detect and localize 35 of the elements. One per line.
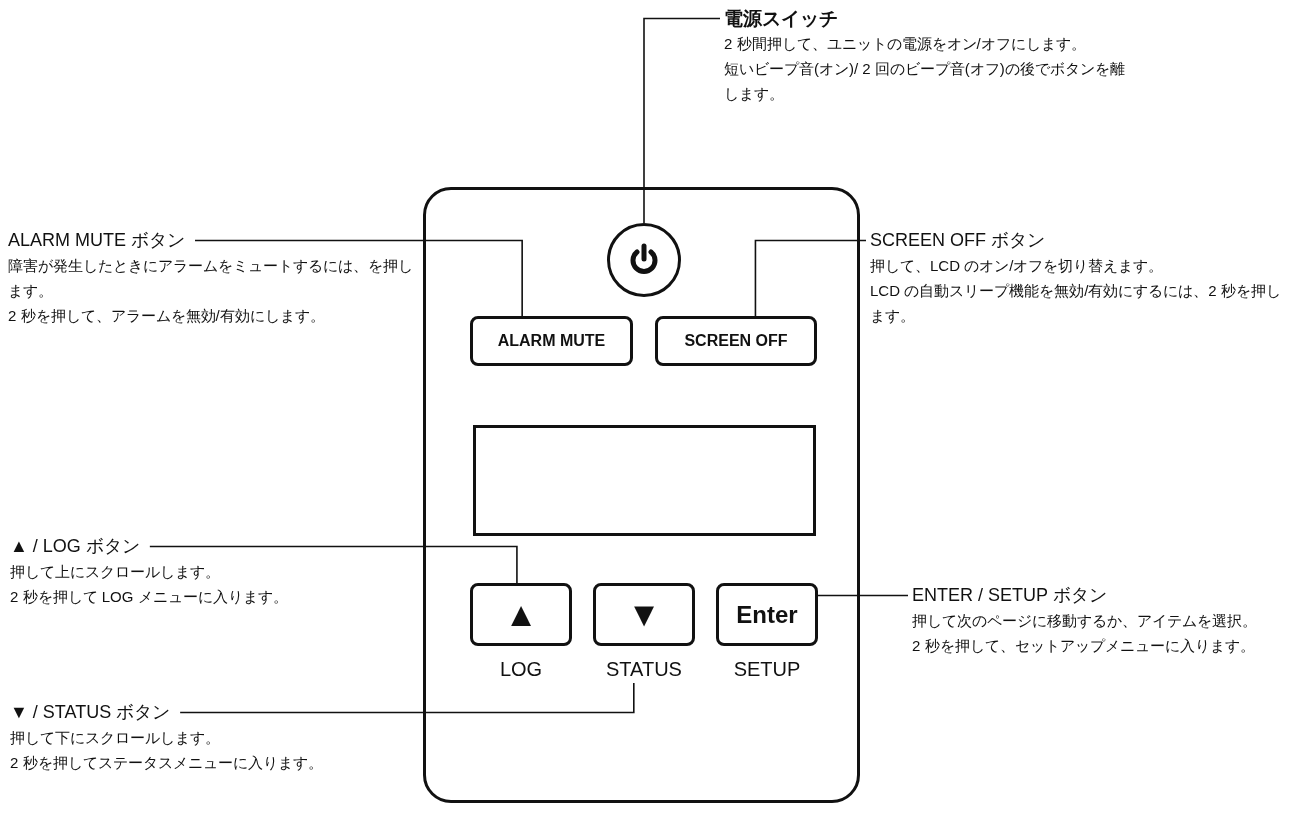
callout-description: 押して下にスクロールします。	[10, 728, 221, 748]
button-caption: STATUS	[606, 658, 682, 681]
callout-description: 2 秒を押して、アラームを無効/有効にします。	[8, 306, 326, 326]
down-button: ▼	[593, 583, 695, 646]
callout-description: 2 秒間押して、ユニットの電源をオン/オフにします。	[724, 34, 1087, 54]
leader-line	[194, 239, 523, 317]
alarm-mute-button: ALARM MUTE	[470, 316, 633, 366]
screen-off-button: SCREEN OFF	[655, 316, 817, 366]
callout-description: 2 秒を押して、セットアップメニューに入ります。	[912, 636, 1256, 656]
callout-description: 押して、LCD のオン/オフを切り替えます。	[870, 256, 1165, 276]
callout-heading: ▲ / LOG ボタン	[10, 535, 140, 558]
power-button	[607, 223, 681, 297]
callout-heading: ▼ / STATUS ボタン	[10, 701, 171, 724]
button-caption: SETUP	[733, 658, 801, 681]
callout-description: 押して上にスクロールします。	[10, 562, 221, 582]
callout-description: 障害が発生したときにアラームをミュートするには、を押します。	[8, 256, 414, 301]
callout-description: 短いビープ音(オン)/ 2 回のビープ音(オフ)の後でボタンを離します。	[724, 59, 1126, 104]
callout-description: 2 秒を押して LOG メニューに入ります。	[10, 587, 289, 607]
leader-line	[179, 682, 635, 714]
callout-description: LCD の自動スリープ機能を無効/有効にするには、2 秒を押します。	[870, 281, 1282, 326]
callout-description: 押して次のページに移動するか、アイテムを選択。	[912, 611, 1258, 631]
button-caption: LOG	[499, 658, 543, 681]
enter-button: Enter	[716, 583, 818, 646]
leader-line	[643, 17, 721, 224]
leader-line	[817, 594, 909, 597]
callout-heading: ALARM MUTE ボタン	[8, 229, 185, 252]
callout-heading: ENTER / SETUP ボタン	[912, 584, 1107, 607]
control-panel	[423, 187, 860, 803]
callout-heading: SCREEN OFF ボタン	[870, 229, 1045, 252]
leader-line	[754, 239, 867, 317]
callout-heading: 電源スイッチ	[724, 7, 838, 31]
callout-description: 2 秒を押してステータスメニューに入ります。	[10, 753, 324, 773]
lcd-screen	[473, 425, 816, 536]
up-button: ▲	[470, 583, 572, 646]
leader-line	[149, 545, 518, 584]
